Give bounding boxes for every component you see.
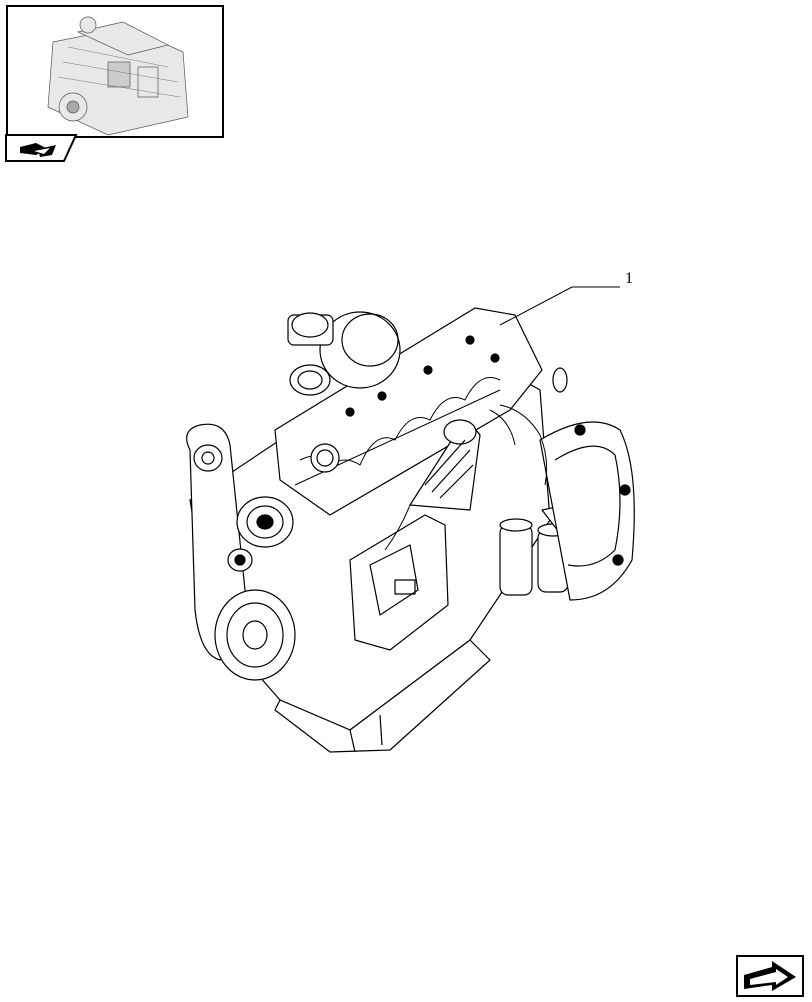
flywheel-housing	[539, 421, 635, 601]
engine-drawing	[170, 260, 660, 760]
next-page-button[interactable]	[736, 955, 804, 997]
engine-thumbnail-icon	[47, 16, 189, 136]
oil-filler-cap	[310, 443, 340, 473]
callout-label: 1	[625, 270, 633, 287]
book-arrow-icon	[20, 143, 56, 157]
ecu-module	[349, 514, 449, 651]
lifting-eye	[552, 367, 568, 393]
callout-leader	[499, 265, 640, 326]
intake-manifold	[409, 419, 481, 511]
thumbnail-frame[interactable]	[6, 5, 224, 138]
oil-pan	[274, 639, 491, 753]
turbocharger	[287, 311, 401, 396]
front-pulleys	[186, 423, 296, 681]
next-page-arrow-icon	[736, 955, 804, 997]
section-tab[interactable]	[5, 134, 78, 162]
